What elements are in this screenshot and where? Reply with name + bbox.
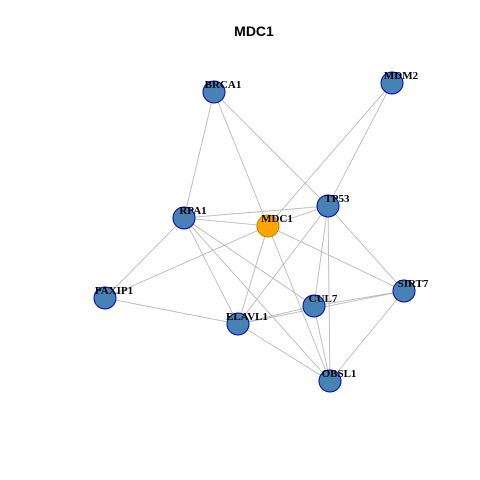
node-circle-paxip1 <box>93 286 117 310</box>
node-label-tp53: TP53 <box>324 193 350 205</box>
node-label-mdc1: MDC1 <box>261 213 293 225</box>
edge-mdc1-sirt7 <box>267 225 405 292</box>
edge-tp53-obsl1 <box>327 205 331 382</box>
edge-cul7-sirt7 <box>313 290 405 307</box>
node-mdm2: MDM2 <box>380 70 419 95</box>
edge-paxip1-elavl1 <box>104 297 239 325</box>
edge-mdc1-obsl1 <box>267 225 331 382</box>
edge-brca1-mdc1 <box>213 91 269 227</box>
node-circle-rpa1 <box>172 206 196 230</box>
node-circle-sirt7 <box>392 279 416 303</box>
node-cul7: CUL7 <box>302 293 338 318</box>
edge-mdc1-elavl1 <box>237 225 269 325</box>
node-brca1: BRCA1 <box>202 79 242 104</box>
edge-rpa1-elavl1 <box>183 217 239 325</box>
node-circle-tp53 <box>316 194 340 218</box>
node-label-sirt7: SIRT7 <box>398 278 429 290</box>
edge-rpa1-paxip1 <box>104 217 185 299</box>
edge-rpa1-tp53 <box>183 205 329 219</box>
node-circle-brca1 <box>202 80 226 104</box>
node-sirt7: SIRT7 <box>392 278 429 303</box>
node-label-paxip1: PAXIP1 <box>95 285 133 297</box>
node-rpa1: RPA1 <box>172 205 207 230</box>
node-circle-mdm2 <box>380 71 404 95</box>
node-mdc1: MDC1 <box>256 213 293 238</box>
node-circle-cul7 <box>302 294 326 318</box>
node-circle-obsl1 <box>318 369 342 393</box>
node-label-elavl1: ELAVL1 <box>226 311 268 323</box>
edge-cul7-obsl1 <box>313 305 331 382</box>
edge-elavl1-obsl1 <box>237 323 331 382</box>
node-label-cul7: CUL7 <box>309 293 338 305</box>
edge-rpa1-cul7 <box>183 217 315 307</box>
node-label-obsl1: OBSL1 <box>322 368 357 380</box>
node-obsl1: OBSL1 <box>318 368 357 393</box>
node-label-brca1: BRCA1 <box>205 79 242 91</box>
edge-tp53-sirt7 <box>327 205 405 292</box>
node-paxip1: PAXIP1 <box>93 285 133 310</box>
graph-title: MDC1 <box>234 23 274 39</box>
edges-layer <box>104 82 405 382</box>
edge-brca1-rpa1 <box>183 91 215 219</box>
node-label-rpa1: RPA1 <box>179 205 206 217</box>
edge-sirt7-obsl1 <box>329 290 405 382</box>
edge-elavl1-cul7 <box>237 305 315 325</box>
node-circle-mdc1 <box>256 214 280 238</box>
node-elavl1: ELAVL1 <box>226 311 268 336</box>
edge-mdm2-tp53 <box>327 82 393 207</box>
edge-mdc1-paxip1 <box>104 225 269 299</box>
edge-tp53-elavl1 <box>237 205 329 325</box>
edge-tp53-cul7 <box>313 205 329 307</box>
node-tp53: TP53 <box>316 193 350 218</box>
edge-rpa1-mdc1 <box>183 217 269 227</box>
node-label-mdm2: MDM2 <box>384 70 419 82</box>
node-circle-elavl1 <box>226 312 250 336</box>
edge-brca1-tp53 <box>213 91 329 207</box>
edge-mdm2-mdc1 <box>267 82 393 227</box>
